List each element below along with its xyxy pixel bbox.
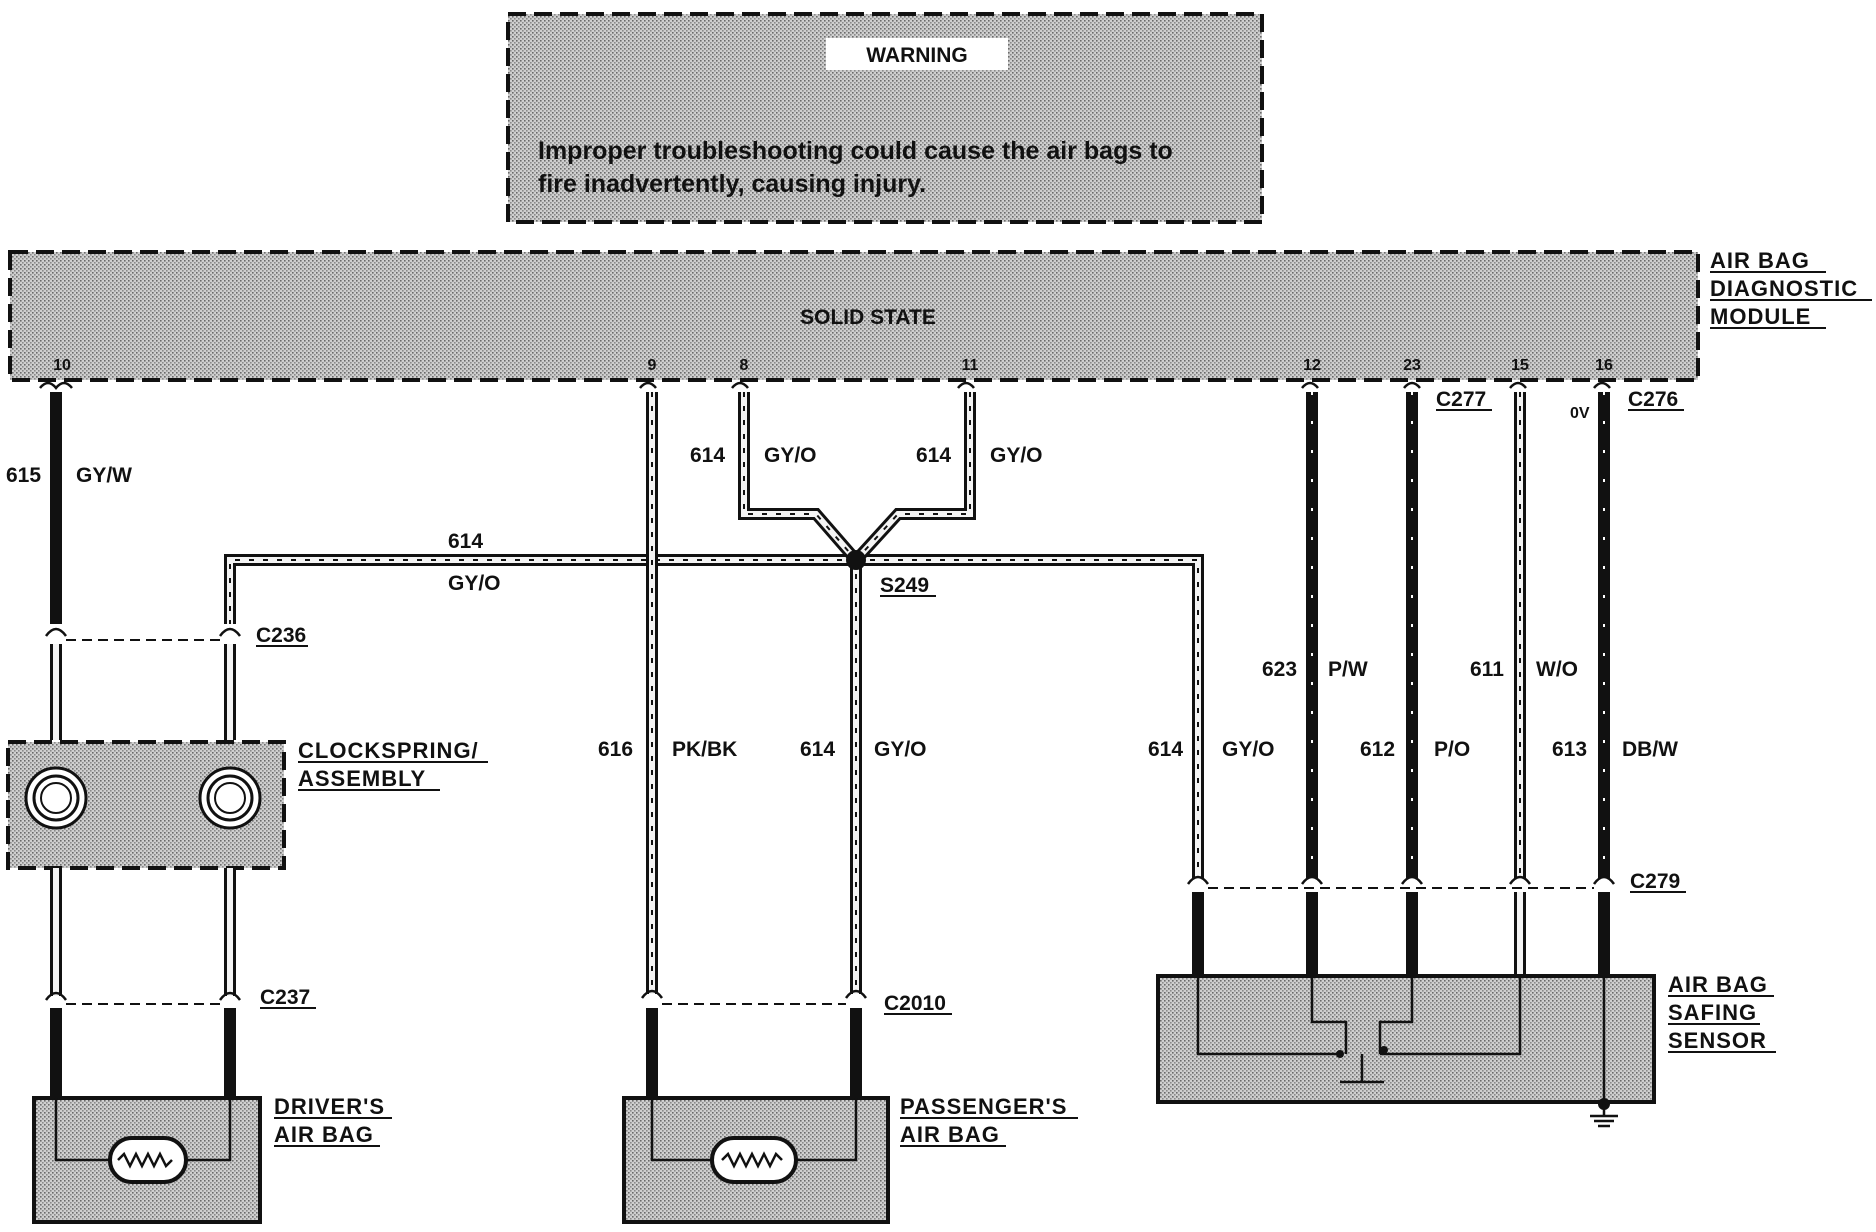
zero-volt-label: 0V bbox=[1570, 405, 1590, 422]
wire-615-color: GY/W bbox=[76, 464, 132, 487]
drivers-air-bag-label-line2: AIR BAG bbox=[274, 1122, 374, 1147]
wire-614-h-num: 614 bbox=[448, 530, 483, 553]
module-solid-state-label: SOLID STATE bbox=[800, 306, 936, 329]
wire-616-num: 616 bbox=[598, 738, 633, 761]
safing-sensor-label-line3: SENSOR bbox=[1668, 1028, 1767, 1053]
pin-16: 16 bbox=[1595, 357, 1613, 374]
pin-8: 8 bbox=[740, 357, 749, 374]
splice-s249-dot bbox=[846, 550, 866, 570]
pin-10: 10 bbox=[53, 357, 71, 374]
wire-614-a-num: 614 bbox=[690, 444, 725, 467]
connector-c276: C276 bbox=[1628, 388, 1678, 411]
module-name-line1: AIR BAG bbox=[1710, 248, 1810, 273]
wire-614-r-color: GY/O bbox=[1222, 738, 1275, 761]
diagnostic-module: SOLID STATE 10 9 8 11 12 23 15 16 AIR BA… bbox=[8, 248, 1872, 382]
wire-611-color: W/O bbox=[1536, 658, 1578, 681]
warning-title: WARNING bbox=[866, 44, 968, 67]
module-name-line3: MODULE bbox=[1710, 304, 1811, 329]
wire-labels: 615 GY/W 614 GY/O 614 GY/O 614 GY/O 616 … bbox=[6, 444, 1678, 761]
wire-614-h-color: GY/O bbox=[448, 572, 501, 595]
connector-labels: C277 C276 0V S249 C236 C237 C2010 C279 bbox=[256, 388, 1686, 1015]
warning-box: WARNING Improper troubleshooting could c… bbox=[506, 12, 1264, 224]
passengers-air-bag-label-line1: PASSENGER'S bbox=[900, 1094, 1067, 1119]
wire-613-num: 613 bbox=[1552, 738, 1587, 761]
wire-612-num: 612 bbox=[1360, 738, 1395, 761]
wire-623-color: P/W bbox=[1328, 658, 1368, 681]
connector-c279: C279 bbox=[1630, 870, 1680, 893]
pin-9: 9 bbox=[648, 357, 657, 374]
air-bag-safing-sensor: AIR BAG SAFING SENSOR bbox=[1156, 972, 1776, 1128]
module-terminals bbox=[39, 381, 1611, 390]
wire-612-color: P/O bbox=[1434, 738, 1470, 761]
connector-c2010-shape bbox=[640, 989, 868, 1098]
warning-text-line1: Improper troubleshooting could cause the… bbox=[538, 137, 1173, 165]
wire-614-harness bbox=[224, 392, 1204, 994]
safing-sensor-label-line1: AIR BAG bbox=[1668, 972, 1768, 997]
wire-623-num: 623 bbox=[1262, 658, 1297, 681]
connector-c237: C237 bbox=[260, 986, 310, 1009]
connector-c236: C236 bbox=[256, 624, 306, 647]
wire-611-num: 611 bbox=[1470, 658, 1504, 681]
pin-12: 12 bbox=[1303, 357, 1321, 374]
clockspring-assembly: CLOCKSPRING/ ASSEMBLY bbox=[6, 738, 488, 870]
wire-615-num: 615 bbox=[6, 464, 41, 487]
wire-614-p-color: GY/O bbox=[874, 738, 927, 761]
wire-614-b-color: GY/O bbox=[990, 444, 1043, 467]
wire-614-r-num: 614 bbox=[1148, 738, 1183, 761]
splice-s249: S249 bbox=[880, 574, 929, 597]
pin-23: 23 bbox=[1403, 357, 1421, 374]
connector-c277: C277 bbox=[1436, 388, 1486, 411]
wire-614-b-num: 614 bbox=[916, 444, 951, 467]
wire-614-a-color: GY/O bbox=[764, 444, 817, 467]
passengers-air-bag-label-line2: AIR BAG bbox=[900, 1122, 1000, 1147]
clockspring-label-line2: ASSEMBLY bbox=[298, 766, 426, 791]
passengers-air-bag: PASSENGER'S AIR BAG bbox=[622, 1094, 1078, 1224]
wire-616-color: PK/BK bbox=[672, 738, 737, 761]
module-name-line2: DIAGNOSTIC bbox=[1710, 276, 1858, 301]
wire-613-color: DB/W bbox=[1622, 738, 1678, 761]
pin-11: 11 bbox=[962, 357, 979, 374]
connector-c279-shape bbox=[1186, 875, 1616, 976]
drivers-air-bag-label-line1: DRIVER'S bbox=[274, 1094, 385, 1119]
connector-c2010: C2010 bbox=[884, 992, 946, 1015]
pin-15: 15 bbox=[1511, 357, 1529, 374]
wire-614-p-num: 614 bbox=[800, 738, 835, 761]
safing-sensor-label-line2: SAFING bbox=[1668, 1000, 1757, 1025]
connector-c236-shape bbox=[44, 627, 242, 740]
wires-clockspring-driver bbox=[44, 868, 242, 1098]
drivers-air-bag: DRIVER'S AIR BAG bbox=[32, 1094, 392, 1224]
warning-text-line2: fire inadvertently, causing injury. bbox=[538, 170, 926, 198]
clockspring-label-line1: CLOCKSPRING/ bbox=[298, 738, 479, 763]
